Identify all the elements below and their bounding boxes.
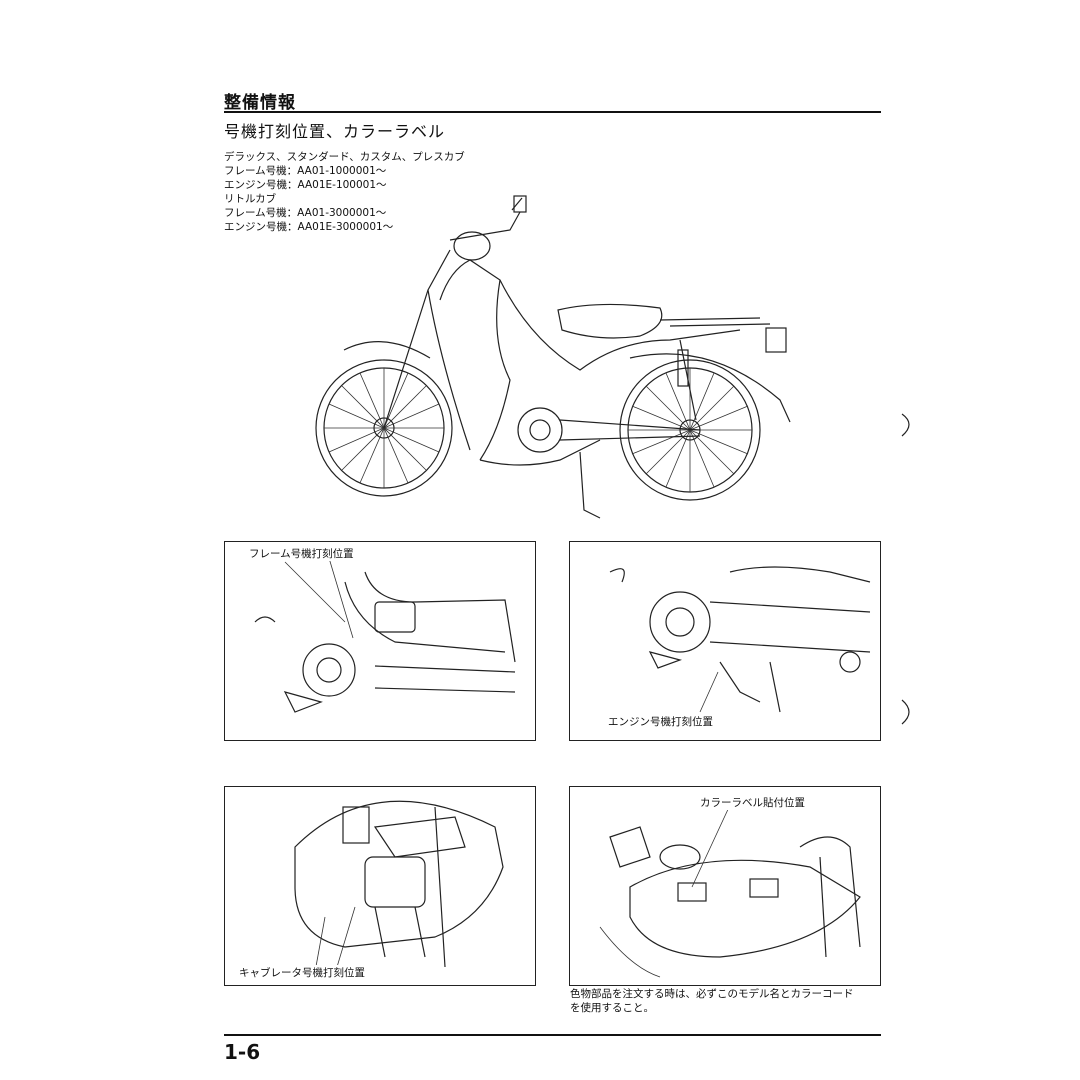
section-subtitle: 号機打刻位置、カラーラベル [224, 122, 446, 141]
motorcycle-illustration [315, 195, 791, 519]
page-number: 1-6 [224, 1040, 261, 1064]
spec-line-models: デラックス、スタンダード、カスタム、プレスカブ [224, 151, 465, 163]
spec-line-engine-little: エンジン号機：AA01E-3000001～ [224, 221, 394, 233]
frame-number-callout: フレーム号機打刻位置 [247, 546, 356, 561]
section-title: 整備情報 [224, 93, 296, 113]
footer-rule [224, 1034, 881, 1036]
spec-line-frame: フレーム号機：AA01-1000001～ [224, 165, 387, 177]
carburetor-number-diagram [294, 800, 504, 973]
spec-line-frame-little: フレーム号機：AA01-3000001～ [224, 207, 387, 219]
parts-order-note: 色物部品を注文する時は、必ずこのモデル名とカラーコード を使用すること。 [570, 987, 890, 1015]
color-label-diagram [599, 804, 861, 978]
color-label-sticker [677, 882, 707, 902]
carburetor-number-panel: キャブレータ号機打刻位置 [224, 786, 536, 986]
spec-line-engine: エンジン号機：AA01E-100001～ [224, 179, 387, 191]
color-label-callout: カラーラベル貼付位置 [698, 795, 807, 810]
parts-order-note-line2: を使用すること。 [570, 1002, 654, 1014]
frame-number-panel: フレーム号機打刻位置 [224, 541, 536, 741]
engine-number-panel: エンジン号機打刻位置 [569, 541, 881, 741]
header-rule [224, 111, 881, 113]
carburetor-number-callout: キャブレータ号機打刻位置 [237, 965, 367, 980]
parts-order-note-line1: 色物部品を注文する時は、必ずこのモデル名とカラーコード [570, 988, 854, 1000]
engine-number-diagram [609, 566, 871, 713]
frame-number-diagram [254, 557, 516, 713]
color-label-panel: カラーラベル貼付位置 [569, 786, 881, 986]
engine-number-callout: エンジン号機打刻位置 [606, 714, 715, 729]
spec-line-little-cub: リトルカブ [224, 193, 277, 205]
binder-hole-marks [901, 413, 910, 725]
